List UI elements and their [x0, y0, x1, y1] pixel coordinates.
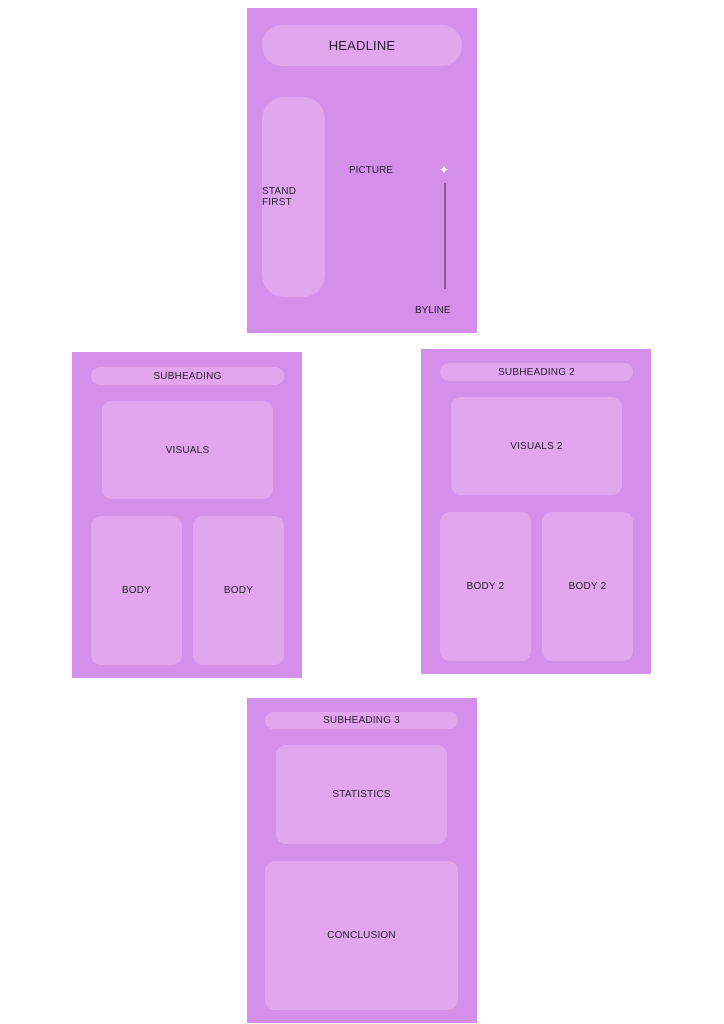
conclusion-label: CONCLUSION [327, 930, 396, 941]
body-block-left: BODY [91, 516, 182, 665]
conclusion-block: CONCLUSION [265, 861, 458, 1010]
page-3-card: SUBHEADING 2 VISUALS 2 BODY 2 BODY 2 [421, 349, 651, 674]
body-label: BODY [121, 585, 152, 596]
body-label: BODY 2 [568, 581, 607, 592]
subheading-label: SUBHEADING 3 [323, 715, 400, 726]
body-block-left: BODY 2 [440, 512, 531, 661]
statistics-block: STATISTICS [276, 745, 447, 844]
statistics-label: STATISTICS [332, 789, 391, 800]
visuals-label: VISUALS 2 [510, 440, 563, 452]
picture-label: PICTURE [349, 165, 393, 176]
visuals-block: VISUALS [102, 401, 273, 499]
stand-first-label: STAND FIRST [262, 186, 297, 208]
byline-label: BYLINE [415, 305, 451, 316]
visuals-label: VISUALS [165, 444, 210, 456]
body-block-right: BODY [193, 516, 284, 665]
page-1-card: HEADLINE STAND FIRST PICTURE ✦ BYLINE [247, 8, 477, 333]
byline-divider [444, 183, 446, 289]
stand-first-block: STAND FIRST [262, 97, 325, 297]
visuals-block: VISUALS 2 [451, 397, 622, 495]
subheading-block: SUBHEADING 3 [265, 712, 458, 729]
subheading-block: SUBHEADING 2 [440, 363, 633, 381]
headline-label: HEADLINE [328, 38, 396, 53]
page-4-card: SUBHEADING 3 STATISTICS CONCLUSION [247, 698, 477, 1023]
body-block-right: BODY 2 [542, 512, 633, 661]
headline-block: HEADLINE [262, 25, 462, 66]
sparkle-icon: ✦ [439, 163, 450, 177]
page-2-card: SUBHEADING VISUALS BODY BODY [72, 352, 302, 678]
body-label: BODY 2 [466, 581, 505, 592]
subheading-label: SUBHEADING 2 [498, 366, 575, 378]
subheading-label: SUBHEADING [153, 370, 222, 382]
subheading-block: SUBHEADING [91, 367, 284, 385]
body-label: BODY [223, 585, 254, 596]
